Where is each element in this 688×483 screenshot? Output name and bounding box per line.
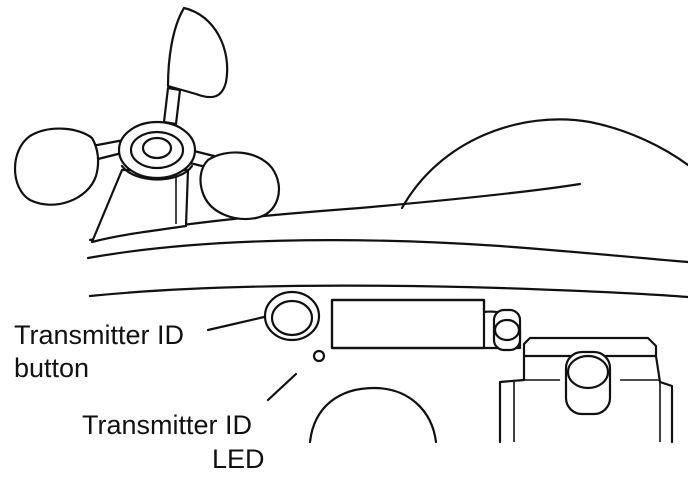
leader-line-button bbox=[206, 315, 266, 332]
transmitter-id-led bbox=[312, 349, 326, 363]
anemometer-post bbox=[90, 168, 190, 244]
label-button-line1: Transmitter ID bbox=[14, 320, 184, 350]
label-led-line1: Transmitter ID bbox=[82, 410, 252, 440]
anemometer-cup-top bbox=[166, 6, 229, 99]
mounting-bracket-body bbox=[498, 354, 526, 444]
side-knob-top bbox=[493, 318, 521, 342]
label-led-line2: LED bbox=[212, 444, 265, 474]
mounting-bracket-right bbox=[654, 354, 674, 444]
anemometer-cup-left bbox=[13, 127, 100, 206]
mounting-bolt-head bbox=[566, 354, 610, 390]
transmitter-id-button-cap[interactable] bbox=[270, 299, 314, 337]
anemometer-hub-inner bbox=[141, 136, 173, 160]
compartment-panel-frame bbox=[330, 298, 486, 350]
anemometer-cup-right bbox=[199, 151, 281, 221]
anemometer-arm-top bbox=[162, 86, 182, 126]
housing-lower-curve bbox=[88, 284, 688, 299]
housing-mid-curve bbox=[86, 239, 688, 264]
leader-line-led bbox=[266, 372, 298, 402]
lower-round-opening bbox=[308, 386, 438, 444]
solar-dome bbox=[400, 118, 688, 210]
label-button-line2: button bbox=[14, 353, 89, 383]
compartment-panel bbox=[330, 298, 522, 350]
hub-neck bbox=[120, 164, 194, 181]
